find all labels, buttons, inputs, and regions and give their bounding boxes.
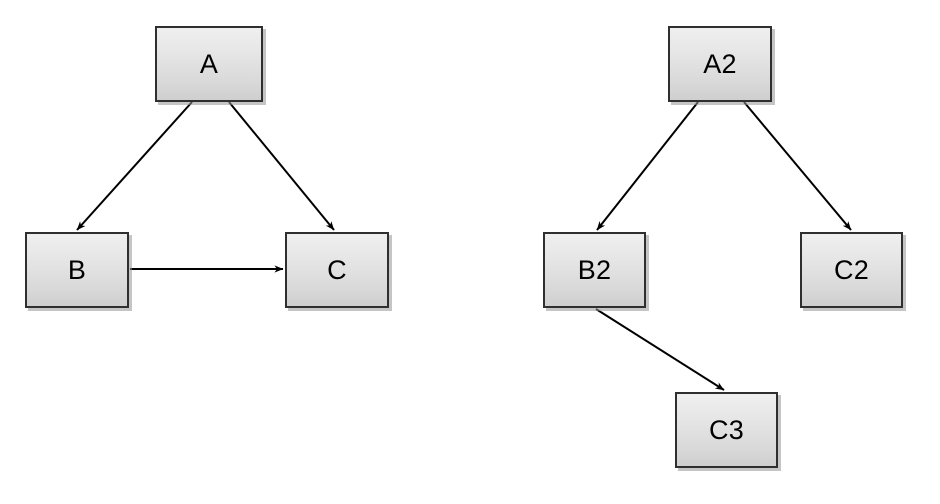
node-b2[interactable]: B2 — [543, 232, 646, 308]
node-c[interactable]: C — [285, 232, 389, 308]
node-label: B — [67, 254, 87, 285]
edge-b2-to-c3[interactable] — [595, 308, 725, 391]
node-a[interactable]: A — [155, 26, 263, 102]
edge-a2-to-c2[interactable] — [743, 101, 852, 231]
node-label: C2 — [834, 254, 869, 285]
node-b[interactable]: B — [25, 232, 129, 308]
node-label: B2 — [577, 254, 612, 285]
edge-a-to-b[interactable] — [76, 101, 193, 231]
node-c3[interactable]: C3 — [675, 392, 778, 468]
node-label: C3 — [709, 414, 744, 445]
node-label: A — [199, 48, 219, 79]
node-c2[interactable]: C2 — [800, 232, 903, 308]
node-a2[interactable]: A2 — [668, 26, 772, 102]
node-label: A2 — [703, 48, 737, 79]
edges-group — [76, 101, 852, 391]
node-label: C — [327, 254, 347, 285]
edge-a-to-c[interactable] — [228, 101, 335, 231]
edge-a2-to-b2[interactable] — [596, 101, 699, 231]
